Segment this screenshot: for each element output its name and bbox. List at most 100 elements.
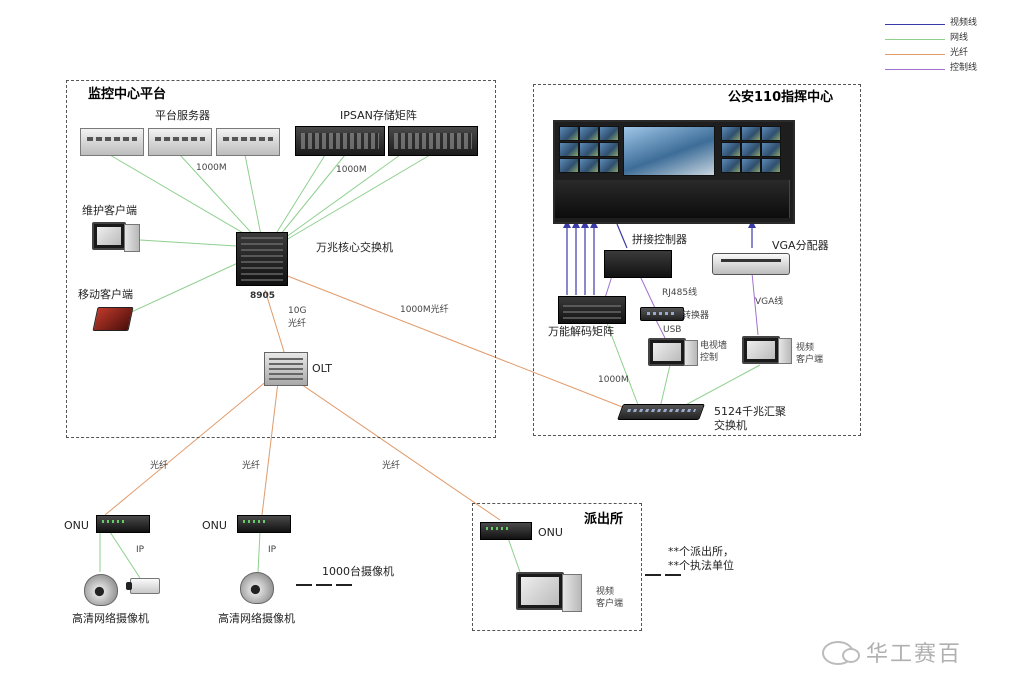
wall-main-screen [623,126,715,176]
keyboard-client-label-1: 电视墙 [700,341,728,351]
wall-control-tower [684,340,698,366]
wall-cabinet [649,180,697,218]
link-core-olt [264,289,286,356]
link-storage4-core [285,154,431,241]
wall-tile [741,126,761,141]
converter-label: 转换器 [682,311,710,321]
ctrl-conv-kbd [654,317,666,339]
link-onu1-cam2 [109,531,141,579]
legend-line-control [885,69,945,70]
wall-cabinet [555,180,603,218]
wall-tile [741,142,761,157]
wall-tile [599,158,619,173]
link-onu2-cam [257,531,261,573]
decoder-matrix-label: 万能解码矩阵 [548,325,614,338]
olt-label: OLT [312,362,332,375]
maintenance-client-label: 维护客户端 [82,204,137,217]
vga-splitter [712,253,790,275]
watermark-text: 华工赛百 [866,642,963,667]
legend-line-network [885,39,945,40]
wall-tile [579,142,599,157]
wall-cabinet [602,180,650,218]
ctrl-splice-decoder [604,275,613,299]
mobile-laptop [92,307,134,331]
arrow-4 [590,220,598,228]
fiber-label-2: 光纤 [242,461,261,471]
onu-2 [237,515,291,533]
zone-command-center [533,84,861,436]
rs485-label: RJ485线 [662,288,698,298]
wall-tile [721,126,741,141]
gigabit-switch [617,404,705,420]
fiber-lines [104,274,631,521]
core-switch [236,232,288,286]
wall-tile [579,126,599,141]
core-olt-link-line1: 10G [288,306,307,316]
zone-title-police-station: 派出所 [584,512,624,527]
legend-line-video [885,24,945,25]
control-lines [604,272,759,339]
wall-tile [761,142,781,157]
dome-camera-1 [84,574,118,606]
wall-cabinet [696,180,744,218]
splicing-controller [604,250,672,278]
link-video-gigabit [679,364,761,409]
arrow-5 [748,220,756,228]
arrow-3 [581,220,589,228]
link-mobile-core [124,261,241,316]
ipsan-storage-1 [295,126,385,156]
keyboard-client-label-2: 控制 [700,353,719,363]
core-switch-model: 8905 [250,291,276,301]
video-client-monitor [742,336,780,364]
zone-title-command-center: 公安110指挥中心 [728,90,834,105]
vga-splitter-label: VGA分配器 [772,239,829,252]
station-client-label-1: 视频 [596,587,615,597]
link-server3-core [244,154,263,241]
link-server2-core [179,154,259,241]
zone-monitor-center [66,80,496,438]
wall-tile [599,126,619,141]
link-storage3-core [281,154,401,241]
storage-link-label: 1000M [336,165,367,175]
core-switch-label: 万兆核心交换机 [316,241,393,254]
legend-label-fiber: 光纤 [950,48,969,58]
decoder-matrix [558,296,626,324]
video-client-label-2: 客户端 [796,355,824,365]
core-olt-link-line2: 光纤 [288,319,307,329]
mobile-client-label: 移动客户端 [78,288,133,301]
onu-label-3: ONU [538,526,563,539]
onu-1 [96,515,150,533]
link-kbd-gigabit [659,364,671,409]
legend-label-control: 控制线 [950,63,978,73]
wall-tile [761,126,781,141]
legend-line-fiber [885,54,945,55]
hd-camera-label-1: 高清网络摄像机 [72,612,149,625]
server-link-label: 1000M [196,163,227,173]
legend-label-video: 视频线 [950,18,978,28]
ctrl-vga-client [751,272,759,336]
legend-label-network: 网线 [950,33,969,43]
wall-control-monitor [648,338,686,366]
link-olt-onu2 [261,381,279,516]
ipsan-label: IPSAN存储矩阵 [340,109,417,122]
ip-label-1: IP [136,545,145,555]
wall-tile [579,158,599,173]
ethernet-lines [99,154,761,579]
onu-label-2: ONU [202,519,227,532]
link-core-gigabit [284,274,631,411]
converter [640,307,684,321]
platform-server-1 [80,128,144,156]
video-wall [553,120,795,224]
core-gigabit-link-label: 1000M光纤 [400,305,449,315]
wall-tile [741,158,761,173]
splicing-controller-label: 拼接控制器 [632,233,687,246]
zone-title-monitor-center: 监控中心平台 [88,87,167,102]
wall-tile [721,158,741,173]
video-client-tower [778,338,792,364]
arrow-2 [572,220,580,228]
arrow-1 [563,220,571,228]
platform-server-2 [148,128,212,156]
decoder-link-label: 1000M [598,375,629,385]
wechat-icon [822,641,860,665]
ipsan-storage-2 [388,126,478,156]
